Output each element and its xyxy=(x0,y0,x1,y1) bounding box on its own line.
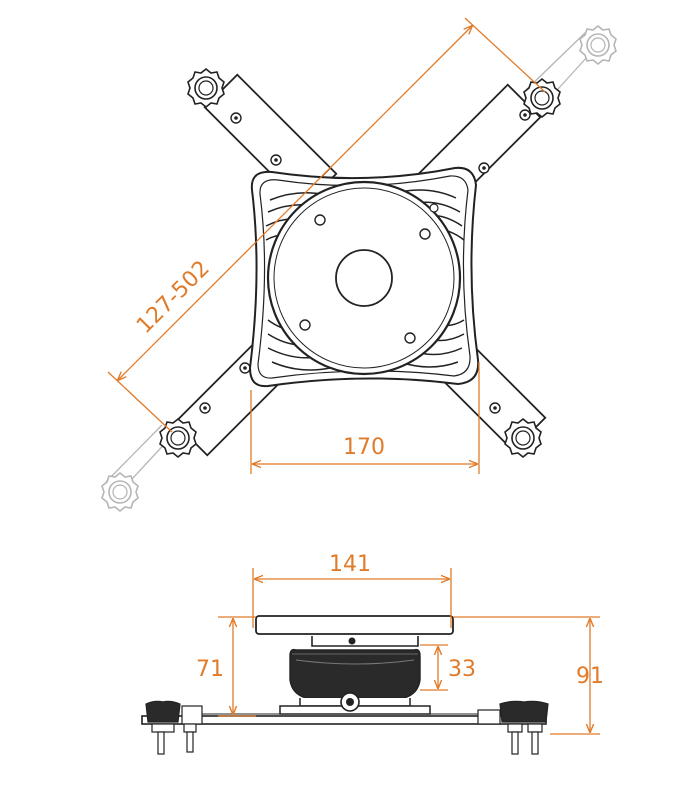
side-clamp-left xyxy=(145,700,203,755)
dimension-height-center: 33 xyxy=(420,644,476,691)
height-left-label: 71 xyxy=(196,657,224,682)
side-clamp-right xyxy=(477,700,549,755)
dimension-width: 170 xyxy=(250,362,480,474)
width-label: 170 xyxy=(343,435,385,460)
dimension-plate-width: 141 xyxy=(252,552,452,628)
dimension-height-left: 71 xyxy=(196,616,256,717)
top-view: 127-502 170 xyxy=(101,17,617,512)
knob-bottom-right-icon xyxy=(504,418,542,458)
side-view: 141 71 33 91 xyxy=(141,552,604,755)
extended-arms-ghost xyxy=(101,25,617,512)
plate-width-label: 141 xyxy=(329,552,371,577)
face-hole-3 xyxy=(299,319,311,331)
center-hole xyxy=(335,249,393,307)
arm-span-label: 127-502 xyxy=(132,256,215,339)
side-body xyxy=(289,648,421,699)
face-hole-4 xyxy=(404,332,416,344)
side-top-plate xyxy=(255,615,454,635)
knob-top-right-icon xyxy=(523,78,561,118)
knob-top-left-icon xyxy=(187,68,225,108)
ghost-knob-top-right-icon xyxy=(579,25,617,65)
face-hole-1 xyxy=(314,214,326,226)
ghost-knob-bottom-left-icon xyxy=(101,472,139,512)
height-right-label: 91 xyxy=(576,664,604,689)
knob-bottom-left-icon xyxy=(159,418,197,458)
dimension-height-right: 91 xyxy=(453,616,604,735)
face-hole-2 xyxy=(419,228,431,240)
height-center-label: 33 xyxy=(448,657,476,682)
